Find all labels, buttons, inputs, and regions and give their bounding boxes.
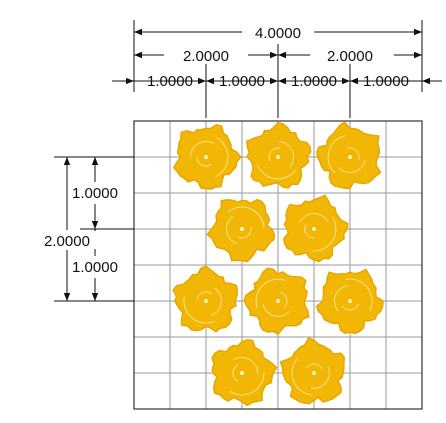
blob-texture <box>233 356 259 374</box>
blob-unit <box>172 265 239 333</box>
blob-center <box>276 155 280 159</box>
blob-texture <box>229 371 265 396</box>
blob-texture <box>299 213 329 223</box>
blob-texture <box>237 227 252 239</box>
blob-texture <box>311 366 330 389</box>
blob-texture <box>338 160 366 173</box>
blob-unit <box>243 267 310 336</box>
grid-frame <box>133 120 423 410</box>
blob-texture <box>183 296 216 324</box>
blob-texture <box>227 206 265 228</box>
dim-label-half-width-right: 2.0000 <box>327 48 373 65</box>
blob-center <box>276 299 280 303</box>
blob-center <box>240 227 244 231</box>
blob-unit <box>206 198 276 263</box>
blob-center <box>204 299 208 303</box>
dim-label-unit-width-4: 1.0000 <box>363 73 409 90</box>
blob-pattern <box>172 121 384 407</box>
blob-unit <box>172 123 242 190</box>
blob-texture <box>196 156 212 167</box>
dim-label-unit-height-bottom: 1.0000 <box>72 259 118 276</box>
blob-center <box>312 227 316 231</box>
blob-texture <box>334 285 349 312</box>
dim-label-unit-width-1: 1.0000 <box>147 73 193 90</box>
blob-unit <box>316 121 382 190</box>
dim-label-unit-height-top: 1.0000 <box>72 185 118 202</box>
blob-center <box>348 299 352 303</box>
blob-texture <box>262 304 290 317</box>
blob-texture <box>342 303 359 311</box>
blob-body <box>316 121 382 190</box>
blob-texture <box>327 135 346 174</box>
blob-body <box>172 265 239 333</box>
blob-texture <box>256 163 297 180</box>
blob-center <box>204 155 208 159</box>
left-dimension-labels: 1.0000 2.0000 1.0000 <box>38 185 118 276</box>
blob-texture <box>312 216 337 252</box>
blob-unit <box>279 337 346 405</box>
blob-texture <box>347 147 360 160</box>
blob-unit <box>315 268 384 335</box>
blob-texture <box>232 364 239 382</box>
blob-texture <box>189 140 215 158</box>
blob-center <box>348 155 352 159</box>
blob-texture <box>306 363 323 371</box>
top-dimensions <box>112 20 442 118</box>
blob-texture <box>215 137 229 178</box>
blob-body <box>211 339 278 407</box>
left-dimensions <box>54 156 134 302</box>
blob-texture <box>279 291 288 309</box>
blob-texture <box>304 223 315 239</box>
blob-texture <box>291 358 313 396</box>
dim-label-total-width: 4.0000 <box>255 25 301 42</box>
dim-label-unit-width-3: 1.0000 <box>291 73 337 90</box>
dim-label-half-width-left: 2.0000 <box>183 48 229 65</box>
dim-label-total-height: 2.0000 <box>44 233 90 250</box>
blob-body <box>206 198 276 263</box>
blob-unit <box>246 121 312 189</box>
blob-texture <box>268 147 280 162</box>
blob-texture <box>210 287 222 317</box>
blob-unit <box>211 339 278 407</box>
blob-body <box>279 337 346 405</box>
top-dimension-labels: 4.0000 2.0000 2.0000 1.0000 1.0000 1.000… <box>147 22 409 90</box>
blob-texture <box>279 141 294 168</box>
blob-texture <box>255 278 286 308</box>
dim-label-unit-width-2: 1.0000 <box>219 73 265 90</box>
blob-center <box>312 371 316 375</box>
blob-texture <box>196 291 213 301</box>
blob-unit <box>282 194 349 263</box>
blob-center <box>240 371 244 375</box>
blob-texture <box>225 215 237 245</box>
blob-texture <box>346 278 373 311</box>
